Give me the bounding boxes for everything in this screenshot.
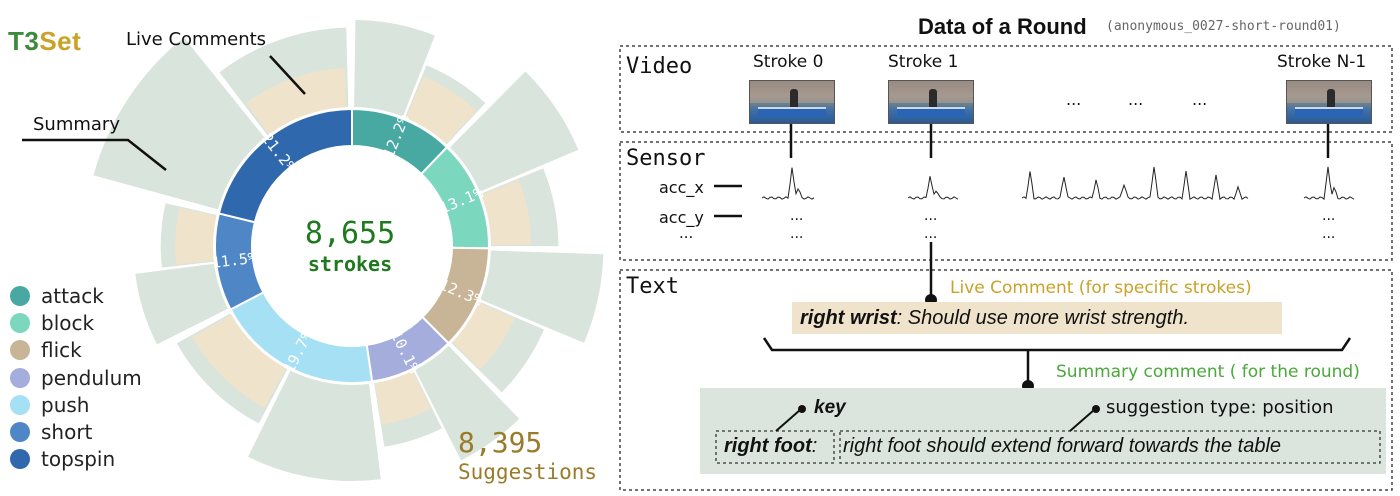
- legend-item-push: push: [10, 393, 89, 417]
- legend-swatch: [10, 313, 30, 334]
- text-box: [619, 269, 1393, 491]
- summary-wedge-push-0: [248, 370, 381, 481]
- sn-acc-y: ...: [1322, 208, 1336, 224]
- summary-wedge-short-0: [135, 263, 228, 345]
- t3set-logo: T3Set: [8, 26, 82, 56]
- signal-strokeN: [1303, 166, 1355, 201]
- s1-more: ...: [924, 226, 938, 242]
- live-comments-callout: Live Comments: [126, 29, 267, 50]
- live-comment-bubble: [792, 302, 1282, 334]
- summary-callout: Summary: [33, 114, 120, 135]
- key-pointer: [775, 409, 801, 432]
- video-ellipsis-1: ...: [1066, 90, 1082, 109]
- summary-leader: [22, 138, 167, 171]
- live-wedge-short: [175, 207, 217, 265]
- segment-topspin: [217, 107, 353, 224]
- summary-wedge-topspin-0: [93, 37, 265, 210]
- live-wedge-block: [481, 179, 532, 245]
- legend-label: flick: [41, 338, 82, 363]
- signal-middle: [1021, 166, 1249, 201]
- sensor-label: Sensor: [626, 146, 706, 171]
- legend-swatch: [10, 286, 30, 306]
- stroke-1-label: Stroke 1: [888, 52, 959, 72]
- summary-wedge-pendulum-0: [415, 345, 520, 461]
- live-comment-text: Should use more wrist strength.: [907, 307, 1190, 329]
- video-box: [619, 45, 1393, 133]
- legend-swatch: [10, 394, 30, 415]
- video-ellipsis-3: ...: [1192, 90, 1208, 109]
- summary-comment-title: Summary comment ( for the round): [1056, 362, 1360, 382]
- type-pointer: [1069, 409, 1095, 432]
- summary-key-label: key: [814, 397, 846, 418]
- s1-acc-y: ...: [924, 208, 938, 224]
- live-comment-ring: [175, 68, 532, 425]
- legend-item-topspin: topspin: [10, 447, 115, 471]
- legend-label: attack: [41, 284, 104, 308]
- legend-label: short: [41, 420, 93, 444]
- stroke-n-label: Stroke N-1: [1277, 52, 1367, 72]
- legend-item-flick: flick: [10, 338, 82, 362]
- legend-item-pendulum: pendulum: [10, 366, 142, 390]
- stroke-count: 8,655: [304, 216, 396, 251]
- legend-swatch: [10, 449, 30, 470]
- text-label: Text: [626, 274, 679, 299]
- legend-swatch: [10, 367, 30, 388]
- sn-more: ...: [1322, 226, 1336, 242]
- summary-wedge-attack-0: [354, 19, 435, 117]
- legend-item-attack: attack: [10, 284, 104, 308]
- key-box: [715, 430, 835, 464]
- live-wedge-attack: [405, 76, 477, 144]
- legend-label: pendulum: [41, 365, 142, 390]
- legend-label: topspin: [41, 447, 116, 472]
- legend-item-block: block: [10, 311, 94, 335]
- live-comment-key: right wrist: [800, 307, 897, 329]
- legend-swatch: [10, 340, 30, 361]
- sensor-box: [619, 141, 1393, 261]
- summary-text: right foot should extend forward towards…: [843, 435, 1282, 457]
- segment-label-short: 11.5%: [211, 249, 258, 272]
- legend-label: push: [41, 392, 90, 417]
- live-comment-line: right wrist: Should use more wrist stren…: [800, 307, 1190, 329]
- summary-key: right foot:: [724, 435, 818, 457]
- summary-wedge-block-0: [449, 71, 579, 192]
- video-ellipsis-2: ...: [1128, 90, 1144, 109]
- stroke-count-label: strokes: [307, 252, 393, 276]
- acc-y-label: acc_y: [659, 208, 704, 227]
- stroke-1-video-frame: [888, 80, 974, 124]
- live-comments-leader: [269, 55, 306, 95]
- legend-label: block: [41, 311, 95, 336]
- round-id: (anonymous_0027-short-round01): [1106, 19, 1341, 34]
- video-label: Video: [626, 54, 693, 79]
- acc-x-label: acc_x: [659, 178, 704, 197]
- suggestion-count-label: Suggestions: [458, 460, 598, 484]
- live-wedge-push: [192, 314, 286, 408]
- legend-swatch: [10, 422, 30, 442]
- legend-item-short: short: [10, 420, 92, 444]
- s0-more: ...: [790, 226, 804, 242]
- live-comment-title: Live Comment (for specific strokes): [950, 278, 1252, 298]
- stroke-n-video-frame: [1286, 80, 1372, 124]
- round-title: Data of a Round: [918, 14, 1087, 39]
- live-wedge-flick: [452, 302, 515, 370]
- s0-acc-y: ...: [790, 208, 804, 224]
- stroke-type-ring: [214, 107, 490, 384]
- signal-stroke1: [907, 176, 959, 200]
- summary-wedge-flick-0: [480, 250, 604, 343]
- suggestion-count: 8,395: [458, 426, 543, 459]
- stroke-0-label: Stroke 0: [753, 52, 824, 72]
- live-wedge-topspin: [245, 68, 347, 135]
- stroke-0-video-frame: [749, 80, 835, 124]
- sunburst-chart: 12.2%13.1%12.3%10.1%19.7%11.5%21.2%: [22, 19, 604, 481]
- brace: [762, 337, 1352, 352]
- signal-stroke0: [761, 167, 815, 200]
- sensor-more-rows: ...: [679, 224, 694, 242]
- live-wedge-pendulum: [375, 371, 432, 425]
- text-dashed-box: [839, 430, 1381, 464]
- suggestion-type-label: suggestion type: position: [1106, 397, 1334, 418]
